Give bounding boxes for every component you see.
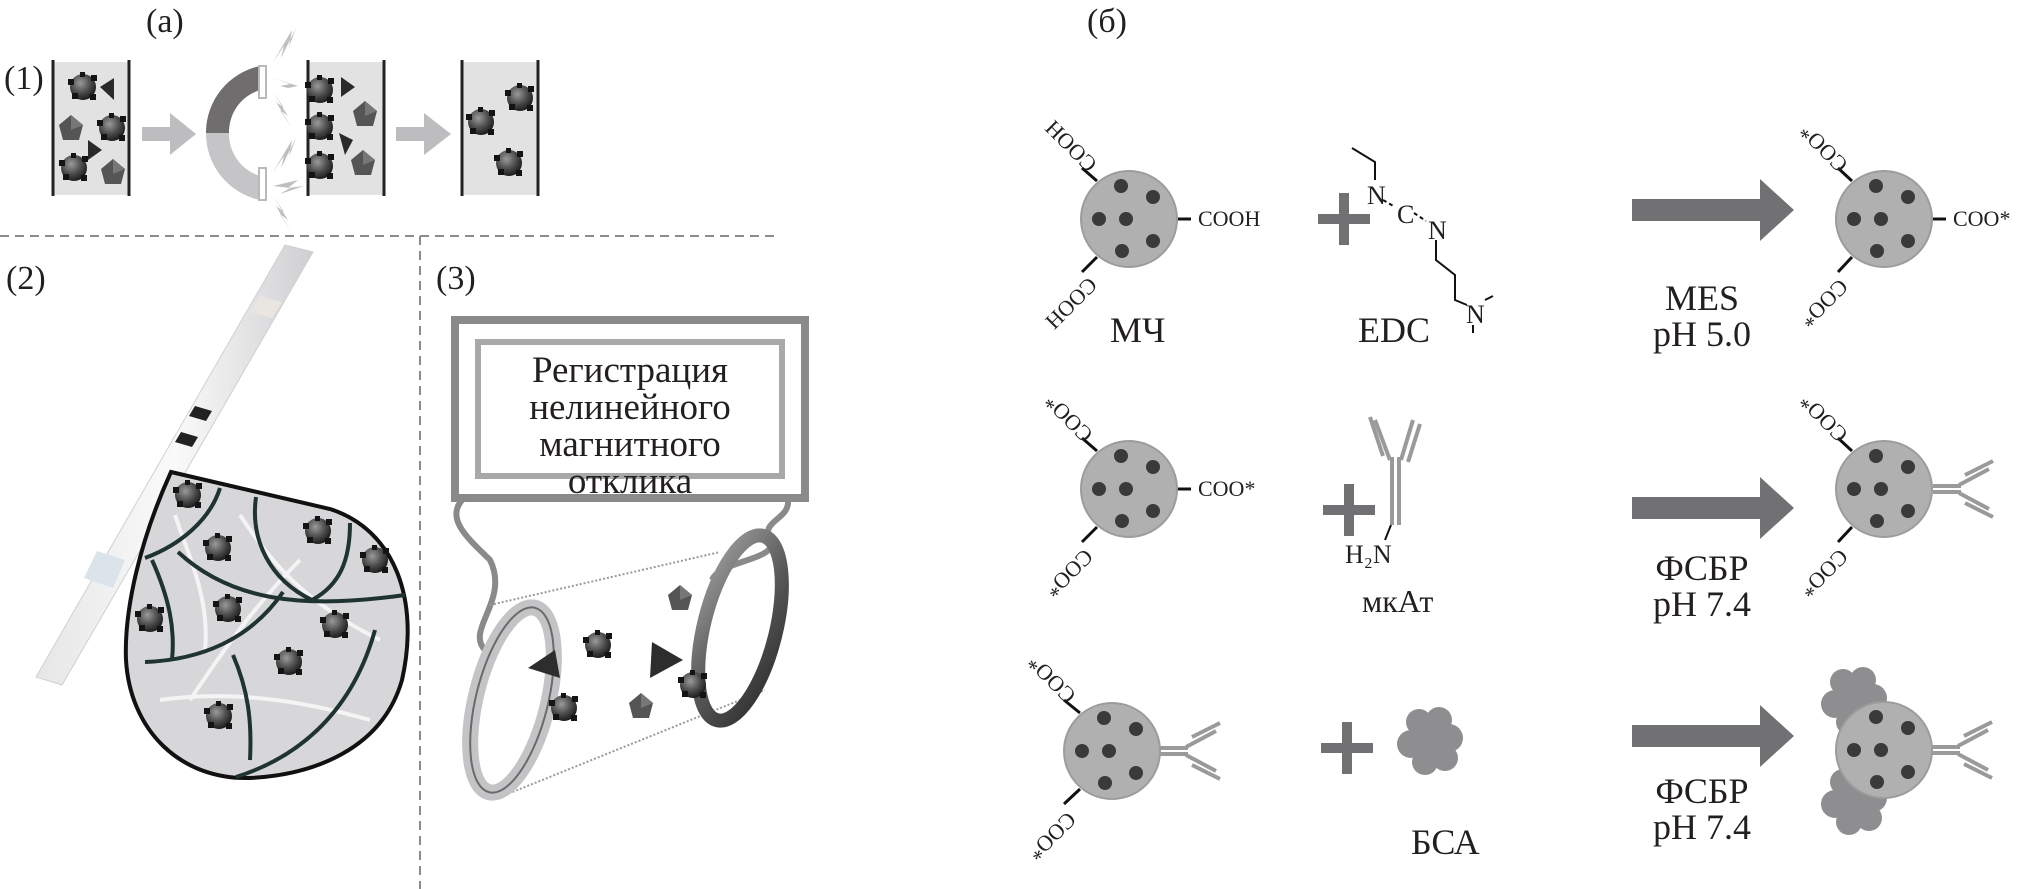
readout-device	[451, 316, 809, 502]
step-2-label: (2)	[6, 260, 46, 297]
readout-line: нелинейного	[529, 387, 731, 428]
readout-line: отклика	[567, 461, 693, 502]
plus-icon	[1318, 193, 1370, 245]
coil-cylinder	[462, 528, 789, 801]
buffer-label: ФСБР	[1655, 771, 1749, 811]
step-1-label: (1)	[4, 60, 44, 97]
readout-line: Регистрация	[531, 350, 729, 391]
reaction-arrow	[1632, 477, 1794, 539]
group-label: COOH	[1198, 206, 1261, 231]
group-label: COO*	[1198, 476, 1256, 501]
reactant-label: МЧ	[1110, 310, 1166, 350]
particle-activated	[1835, 166, 1946, 274]
step-3-label: (3)	[436, 260, 476, 297]
ph-label: pH 7.4	[1653, 807, 1751, 847]
cuvette-separated	[305, 60, 386, 196]
lightning-icon	[273, 28, 304, 234]
reagent-label: мкАт	[1362, 583, 1434, 619]
edc-structure	[1351, 147, 1494, 333]
reagent-label: EDC	[1358, 310, 1430, 350]
cuvette-purified	[460, 60, 540, 196]
edc-atom: N	[1466, 300, 1485, 329]
particle-antibody	[1835, 436, 1995, 544]
readout-line: магнитного	[539, 424, 721, 465]
plus-icon	[1321, 722, 1373, 774]
amine-label: H₂N	[1345, 540, 1392, 569]
cuvette-mixed	[51, 60, 131, 196]
edc-atom: N	[1367, 181, 1386, 210]
reaction-conditions: ФСБР pH 7.4	[1622, 550, 1782, 622]
plus-icon	[1323, 484, 1375, 536]
reaction-conditions: MES pH 5.0	[1632, 280, 1772, 352]
arrow-right-icon	[142, 113, 196, 155]
reaction-conditions: ФСБР pH 7.4	[1622, 773, 1782, 845]
group-label: COO*	[1953, 206, 2011, 231]
panel-b-label: (б)	[1087, 3, 1127, 40]
reaction-arrow	[1632, 179, 1794, 241]
buffer-label: ФСБР	[1655, 548, 1749, 588]
buffer-label: MES	[1664, 278, 1740, 318]
readout-label: Регистрация нелинейного магнитного откли…	[478, 352, 782, 500]
antibody-icon	[1368, 416, 1422, 541]
ph-label: pH 7.4	[1653, 584, 1751, 624]
test-strip	[35, 244, 314, 686]
magnet-icon	[205, 65, 267, 201]
particle-antibody	[1062, 698, 1222, 806]
reagent-label: БСА	[1411, 822, 1480, 862]
magnifier-bubble	[123, 469, 410, 781]
arrow-right-icon	[396, 113, 451, 155]
particle-blocked	[1821, 667, 1994, 835]
cable	[453, 498, 791, 682]
edc-atom: N	[1428, 216, 1447, 245]
particle-cooh	[1080, 166, 1191, 274]
ph-label: pH 5.0	[1653, 314, 1751, 354]
panel-a-label: (a)	[146, 3, 184, 40]
particle-activated	[1080, 436, 1191, 544]
bsa-icon	[1397, 707, 1463, 775]
reaction-arrow	[1632, 705, 1794, 767]
edc-atom: C	[1397, 200, 1415, 229]
